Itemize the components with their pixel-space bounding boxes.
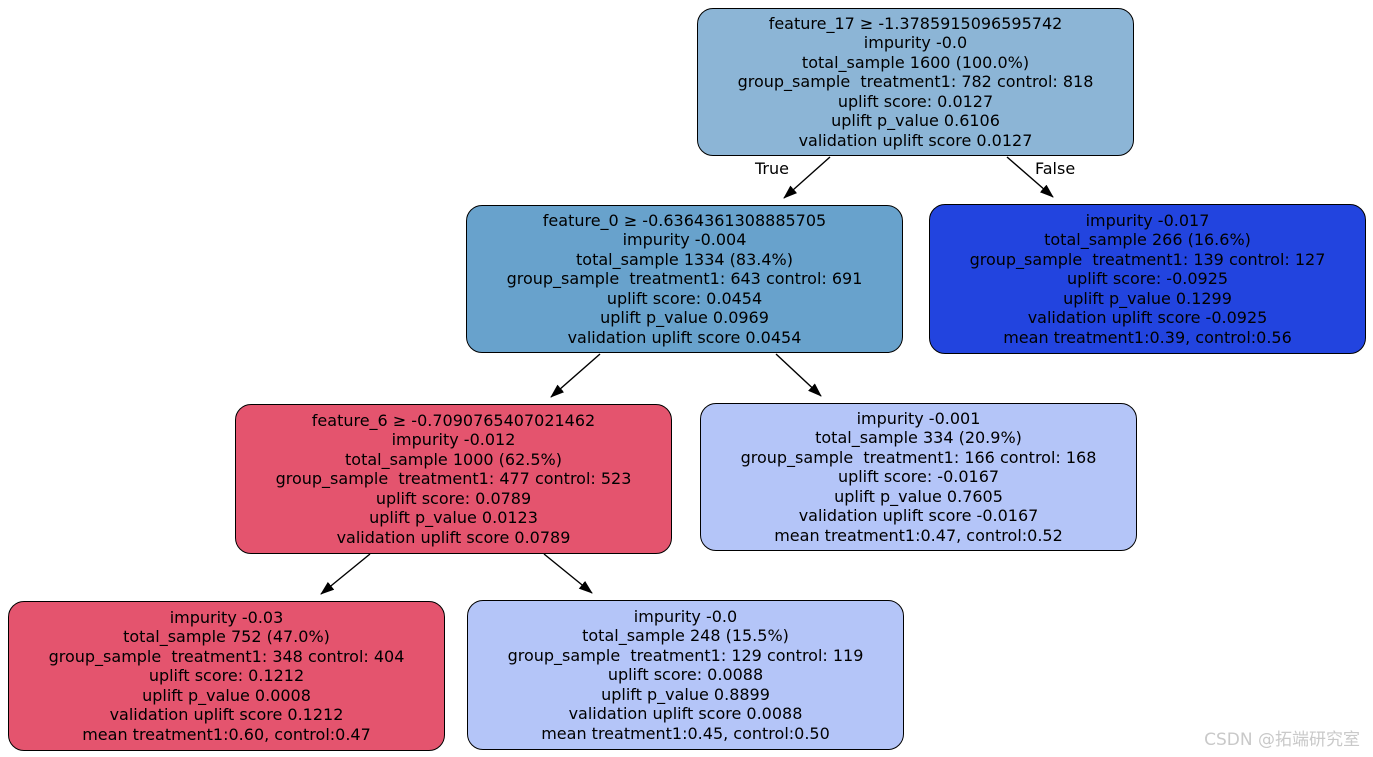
- node-uplift-score: uplift score: 0.0088: [607, 665, 764, 685]
- node-total-sample: total_sample 752 (47.0%): [123, 627, 330, 647]
- node-uplift-pvalue: uplift p_value 0.1299: [1063, 288, 1232, 308]
- node-group-sample: group_sample treatment1: 782 control: 81…: [737, 72, 1094, 92]
- node-validation-uplift: validation uplift score 0.0127: [798, 130, 1033, 150]
- node-uplift-pvalue: uplift p_value 0.7605: [834, 486, 1003, 506]
- node-total-sample: total_sample 1334 (83.4%): [576, 249, 793, 269]
- node-group-sample: group_sample treatment1: 643 control: 69…: [506, 269, 863, 289]
- node-mean-outcomes: mean treatment1:0.47, control:0.52: [774, 525, 1063, 545]
- node-group-sample: group_sample treatment1: 477 control: 52…: [275, 469, 632, 489]
- tree-node-left: feature_0 ≥ -0.6364361308885705 impurity…: [466, 205, 903, 353]
- node-uplift-pvalue: uplift p_value 0.0123: [369, 508, 538, 528]
- node-validation-uplift: validation uplift score -0.0167: [798, 506, 1039, 526]
- node-mean-outcomes: mean treatment1:0.60, control:0.47: [82, 724, 371, 744]
- node-mean-outcomes: mean treatment1:0.45, control:0.50: [541, 723, 830, 743]
- node-group-sample: group_sample treatment1: 129 control: 11…: [507, 645, 864, 665]
- node-impurity: impurity -0.03: [169, 607, 284, 627]
- node-impurity: impurity -0.017: [1085, 210, 1210, 230]
- node-uplift-pvalue: uplift p_value 0.0008: [142, 685, 311, 705]
- node-uplift-pvalue: uplift p_value 0.0969: [600, 308, 769, 328]
- node-total-sample: total_sample 1000 (62.5%): [345, 449, 562, 469]
- node-validation-uplift: validation uplift score 0.0454: [567, 327, 802, 347]
- node-split-rule: feature_6 ≥ -0.7090765407021462: [311, 410, 596, 430]
- tree-node-left-right-leaf: impurity -0.001 total_sample 334 (20.9%)…: [700, 403, 1137, 551]
- node-mean-outcomes: mean treatment1:0.39, control:0.56: [1003, 327, 1292, 347]
- edge-left-to-leftleft: [550, 353, 601, 398]
- node-impurity: impurity -0.0: [863, 33, 968, 53]
- node-total-sample: total_sample 248 (15.5%): [582, 626, 789, 646]
- watermark-text: CSDN @拓端研究室: [1204, 730, 1360, 750]
- node-validation-uplift: validation uplift score 0.0789: [336, 527, 571, 547]
- tree-node-right-leaf: impurity -0.017 total_sample 266 (16.6%)…: [929, 204, 1366, 354]
- node-uplift-score: uplift score: 0.1212: [148, 666, 305, 686]
- edge-label-true: True: [755, 159, 789, 178]
- node-uplift-score: uplift score: 0.0789: [375, 488, 532, 508]
- node-impurity: impurity -0.001: [856, 408, 981, 428]
- node-uplift-score: uplift score: -0.0167: [837, 467, 1000, 487]
- node-validation-uplift: validation uplift score 0.0088: [568, 704, 803, 724]
- node-uplift-pvalue: uplift p_value 0.8899: [601, 684, 770, 704]
- node-total-sample: total_sample 1600 (100.0%): [801, 52, 1030, 72]
- node-group-sample: group_sample treatment1: 139 control: 12…: [969, 249, 1326, 269]
- node-uplift-score: uplift score: 0.0454: [606, 288, 763, 308]
- edge-left-to-leftright: [775, 353, 822, 397]
- tree-node-left-left-right-leaf: impurity -0.0 total_sample 248 (15.5%) g…: [467, 600, 904, 750]
- node-total-sample: total_sample 266 (16.6%): [1044, 230, 1251, 250]
- tree-node-left-left-left-leaf: impurity -0.03 total_sample 752 (47.0%) …: [8, 601, 445, 751]
- edge-label-false: False: [1035, 159, 1076, 178]
- node-impurity: impurity -0.0: [633, 606, 738, 626]
- node-split-rule: feature_0 ≥ -0.6364361308885705: [542, 210, 827, 230]
- node-uplift-score: uplift score: -0.0925: [1066, 269, 1229, 289]
- node-impurity: impurity -0.012: [391, 430, 516, 450]
- node-uplift-pvalue: uplift p_value 0.6106: [831, 111, 1000, 131]
- node-group-sample: group_sample treatment1: 348 control: 40…: [48, 646, 405, 666]
- tree-node-left-left: feature_6 ≥ -0.7090765407021462 impurity…: [235, 404, 672, 554]
- edge-leftleft-to-llr: [543, 553, 593, 594]
- tree-node-root: feature_17 ≥ -1.3785915096595742 impurit…: [697, 8, 1134, 156]
- node-total-sample: total_sample 334 (20.9%): [815, 428, 1022, 448]
- node-split-rule: feature_17 ≥ -1.3785915096595742: [768, 13, 1063, 33]
- node-validation-uplift: validation uplift score 0.1212: [109, 705, 344, 725]
- edge-root-to-left-true: [783, 156, 831, 199]
- node-validation-uplift: validation uplift score -0.0925: [1027, 308, 1268, 328]
- node-impurity: impurity -0.004: [622, 230, 747, 250]
- edge-leftleft-to-lll: [320, 553, 371, 595]
- node-group-sample: group_sample treatment1: 166 control: 16…: [740, 447, 1097, 467]
- node-uplift-score: uplift score: 0.0127: [837, 91, 994, 111]
